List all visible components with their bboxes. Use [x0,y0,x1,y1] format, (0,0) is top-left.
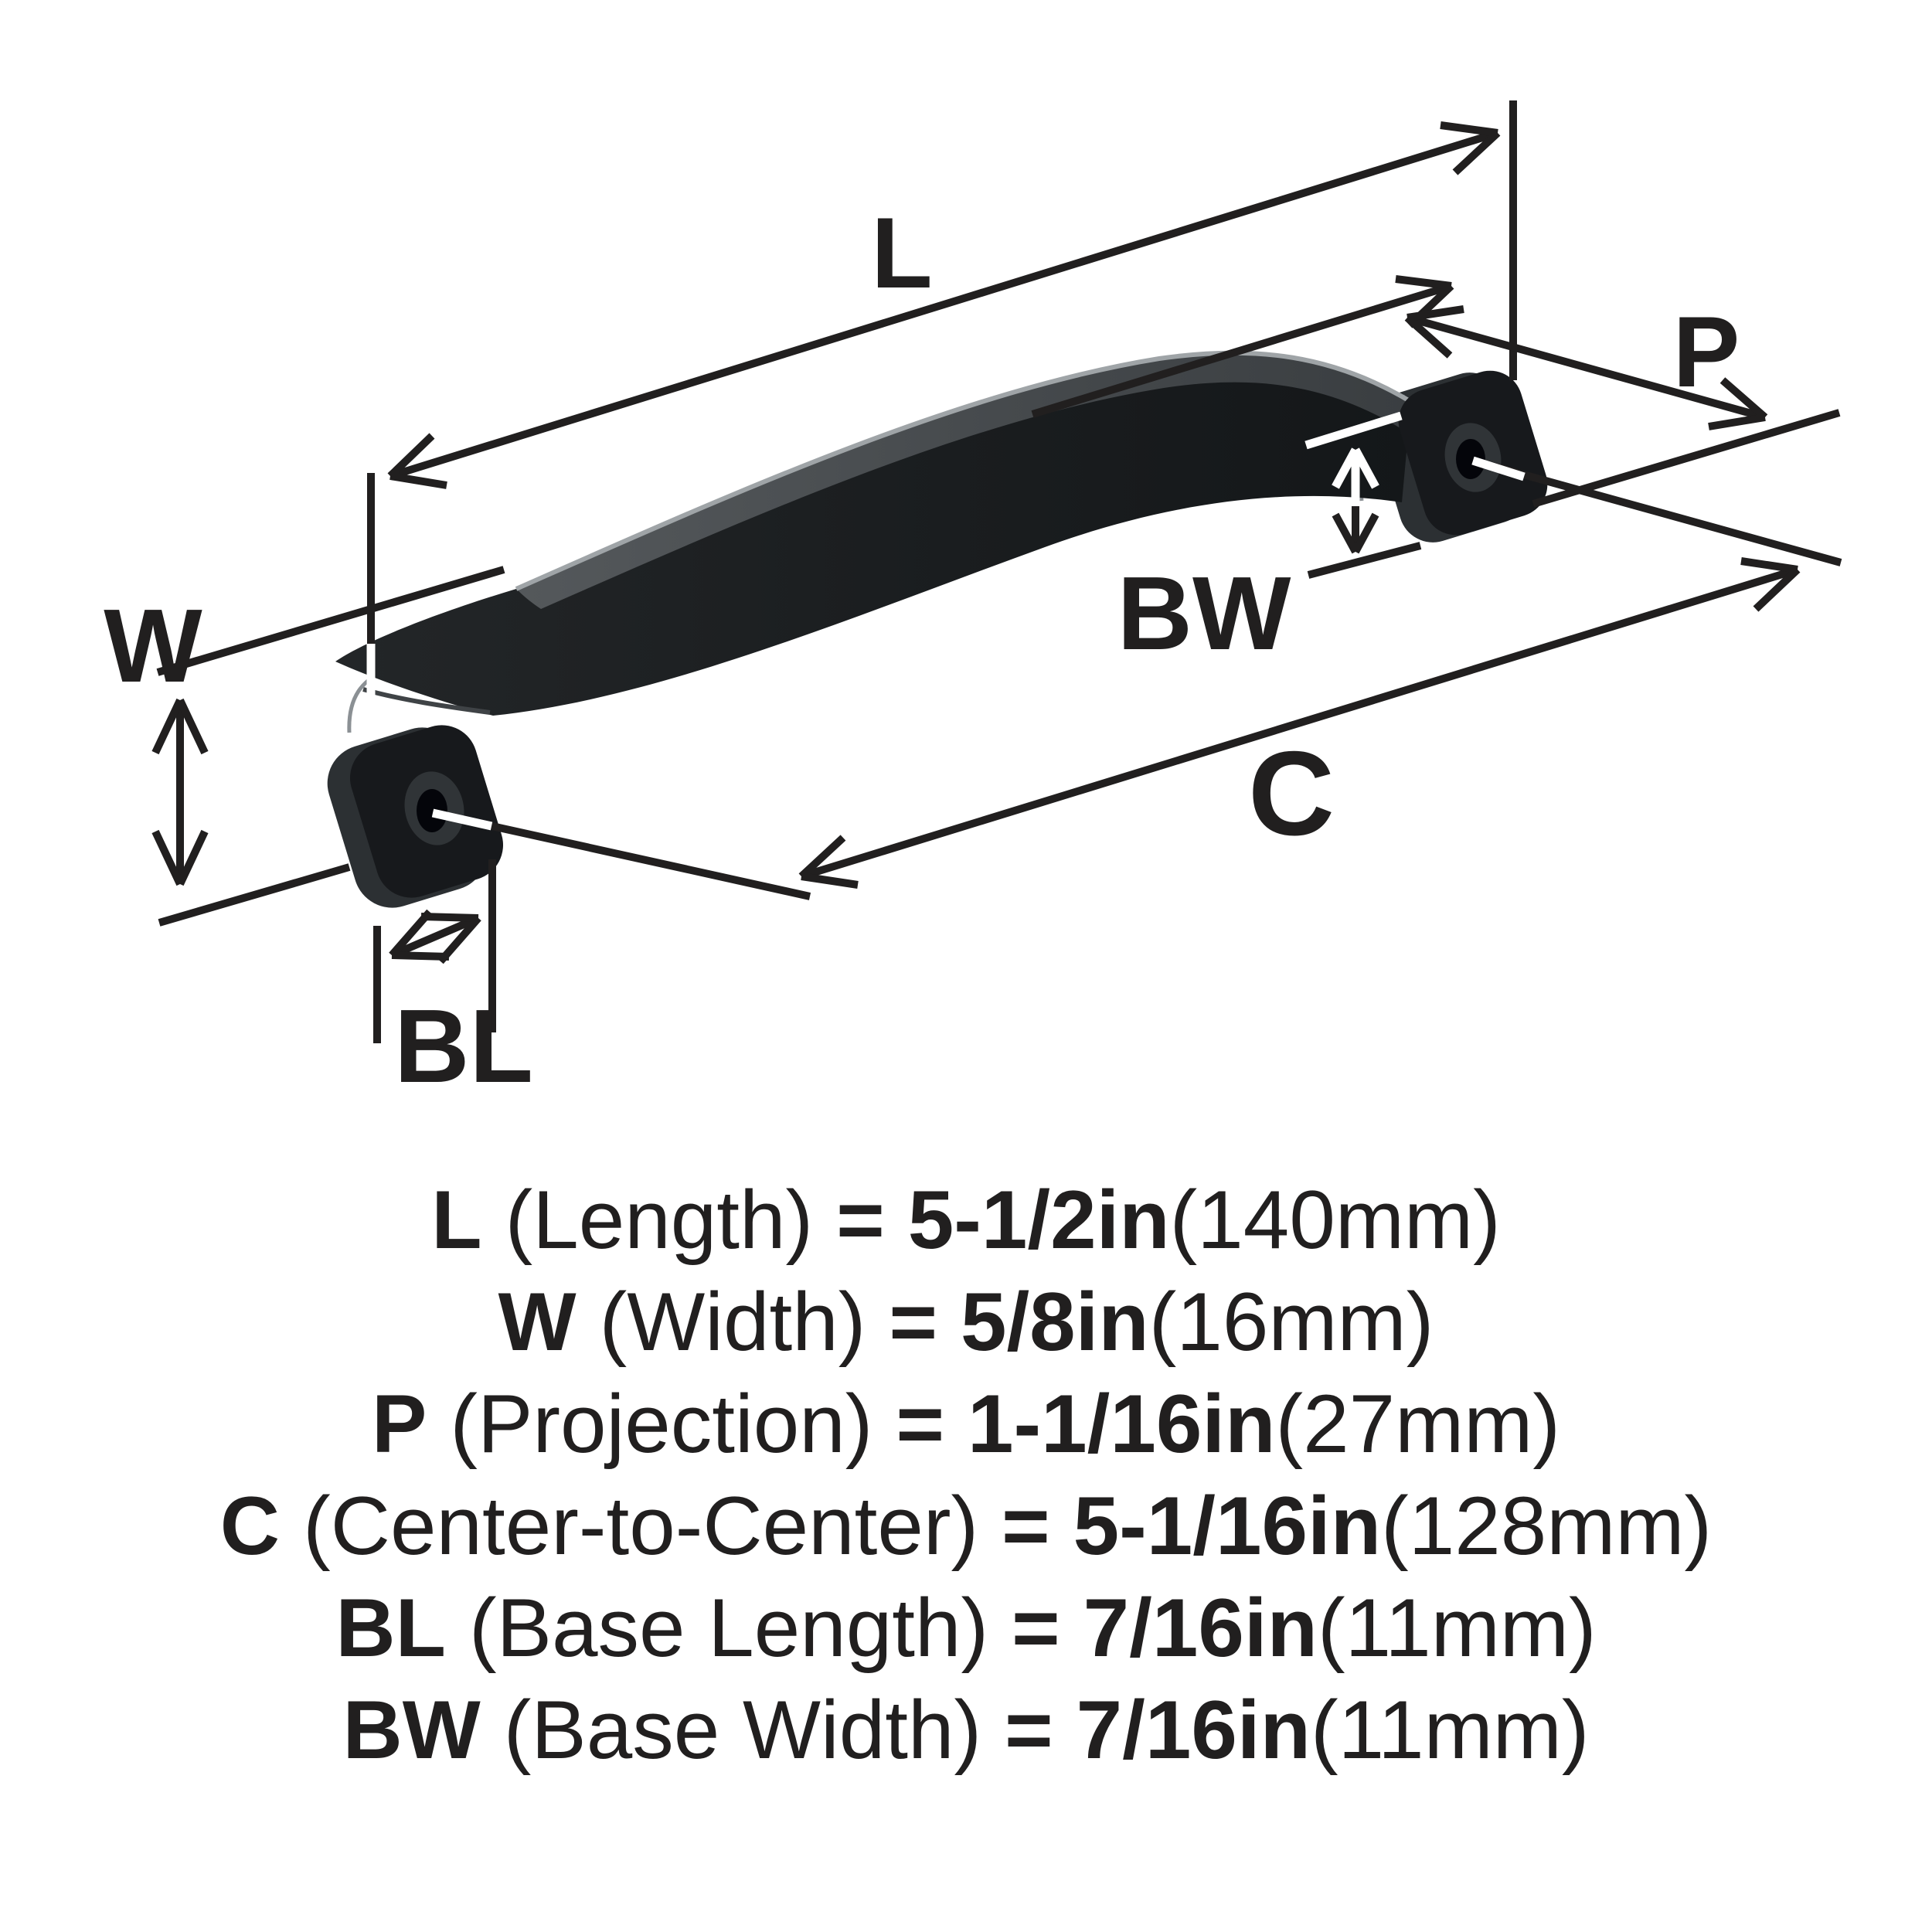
arrowhead-C-left [798,835,859,889]
handle-bar-front [335,352,1411,716]
spec-value-metric: (16mm) [1148,1275,1434,1368]
spec-abbr: BW [342,1683,481,1776]
white-overlay-marks [366,411,1526,831]
spec-row-base-width: BW(Base Width)=7/16in(11mm) [0,1679,1932,1781]
arrowhead-W-top [151,698,209,755]
spec-value-metric: (27mm) [1275,1377,1560,1470]
spec-value-metric: (11mm) [1310,1683,1590,1776]
arrowhead-L-right [1440,121,1501,175]
spec-abbr: P [372,1377,427,1470]
label-center-to-center: C [1248,726,1335,860]
dimension-lines [151,100,1842,1043]
center-line-right-hole [1471,456,1526,481]
reference-line-front-plane [1031,282,1453,418]
spec-equals: = [889,1275,937,1368]
spec-legend: L(Length)=5-1/2in(140mm) W(Width)=5/8in(… [0,1168,1932,1781]
spec-abbr: C [219,1479,281,1572]
reference-line-W-top [156,566,505,676]
label-projection: P [1673,295,1740,408]
dim-line-BL [390,914,480,959]
spec-equals: = [896,1377,944,1470]
arrowhead-L-left [387,433,447,489]
spec-row-base-length: BL(Base Length)=7/16in(11mm) [0,1577,1932,1679]
label-base-width: BW [1117,555,1291,672]
arrowhead-W-bottom [151,829,209,886]
label-base-length: BL [394,988,533,1104]
reference-mark-BW-top [1304,411,1403,450]
spec-desc: (Projection) [450,1377,873,1470]
label-width: W [104,587,202,704]
spec-desc: (Base Width) [503,1683,982,1776]
arrowhead-BW-bottom [1332,512,1379,554]
handle-bar-top-surface [516,352,1411,609]
spec-desc: (Width) [599,1275,866,1368]
spec-desc: (Center-to-Center) [303,1479,979,1572]
spec-value-metric: (128mm) [1381,1479,1713,1572]
left-step-crease [362,687,491,715]
spec-desc: (Base Length) [469,1581,989,1674]
reference-line-W-bottom [158,863,351,927]
spec-abbr: L [431,1173,482,1266]
reference-line-mount-left [1307,542,1422,579]
spec-desc: (Length) [505,1173,814,1266]
dim-line-C [800,566,1799,880]
spec-row-center-to-center: C(Center-to-Center)=5-1/16in(128mm) [0,1475,1932,1577]
arrowhead-BL-right [420,913,481,964]
spec-value-metric: (11mm) [1318,1581,1597,1674]
center-line-left-hole [431,808,493,831]
spec-row-length: L(Length)=5-1/2in(140mm) [0,1168,1932,1270]
arrowhead-P-right [1708,377,1768,430]
dim-line-L [389,129,1499,480]
spec-equals: = [1002,1479,1050,1572]
screw-hole-left [417,789,447,832]
spec-abbr: BL [335,1581,447,1674]
extension-line-C-right [1471,457,1842,566]
spec-value-inches: 7/16in [1083,1581,1318,1674]
spec-equals: = [1005,1683,1053,1776]
spec-value-inches: 1-1/16in [967,1377,1276,1470]
arrowhead-BW-top [1332,447,1379,489]
spec-value-metric: (140mm) [1169,1173,1501,1266]
spec-abbr: W [498,1275,577,1368]
spec-value-inches: 5-1/2in [907,1173,1170,1266]
spec-equals: = [836,1173,885,1266]
handle [327,350,1548,908]
arrowhead-C-right [1740,557,1801,612]
spec-row-projection: P(Projection)=1-1/16in(27mm) [0,1372,1932,1475]
dim-line-P [1406,314,1767,421]
handle-top-edge-highlight [515,350,1413,591]
arrowhead-P-left [1404,305,1464,359]
dimension-diagram-canvas: L W P C BL BW [104,100,1842,1104]
spec-value-inches: 5-1/16in [1073,1479,1382,1572]
spec-equals: = [1012,1581,1060,1674]
spec-value-inches: 7/16in [1076,1683,1311,1776]
extension-line-C-left [431,809,811,900]
screw-hole-right [1456,439,1485,479]
label-length: L [871,196,932,309]
spec-row-width: W(Width)=5/8in(16mm) [0,1270,1932,1372]
spec-value-inches: 5/8in [960,1275,1149,1368]
